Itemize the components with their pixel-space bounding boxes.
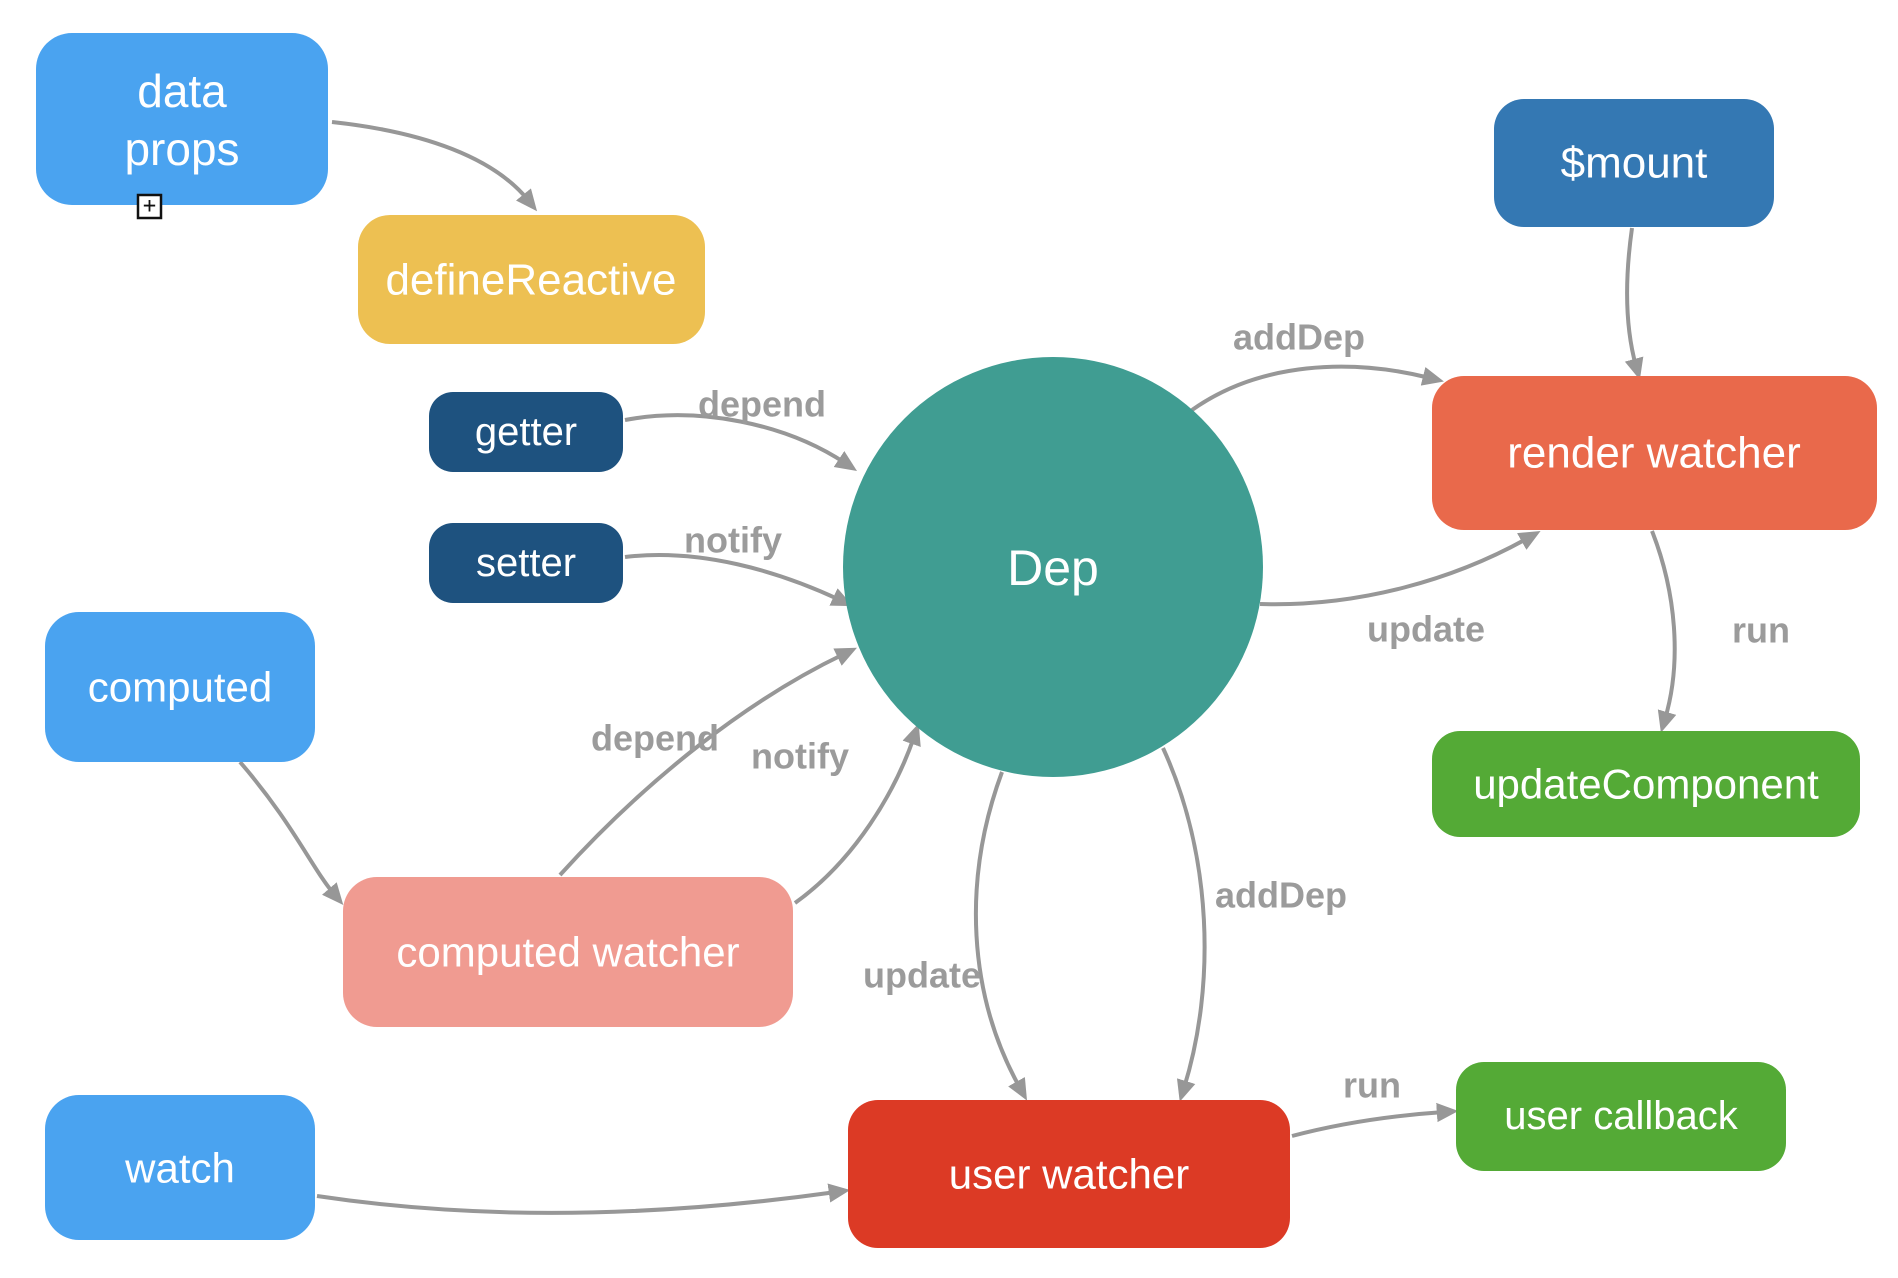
node-dep-shape[interactable] bbox=[843, 357, 1263, 777]
node-data-props[interactable]: data props bbox=[36, 33, 328, 205]
edge-label-adddep-user: addDep bbox=[1215, 875, 1347, 916]
edge-label-adddep-render: addDep bbox=[1233, 317, 1365, 358]
node-define-reactive-label: defineReactive bbox=[385, 256, 676, 305]
node-setter-shape[interactable] bbox=[429, 523, 623, 603]
node-mount[interactable]: $mount bbox=[1494, 99, 1774, 227]
node-setter[interactable]: setter bbox=[429, 523, 623, 603]
node-user-callback[interactable]: user callback bbox=[1456, 1062, 1786, 1171]
edge-computed-watcher-dep-notify bbox=[793, 723, 921, 905]
node-user-watcher-shape[interactable] bbox=[848, 1100, 1290, 1248]
node-setter-label: setter bbox=[476, 541, 576, 585]
node-update-component-label: updateComponent bbox=[1473, 761, 1819, 808]
node-render-watcher-label: render watcher bbox=[1507, 429, 1800, 478]
edge-dep-render-watcher-update bbox=[1259, 530, 1541, 607]
expand-toggle-box[interactable] bbox=[136, 193, 163, 220]
edge-watch-user-watcher bbox=[316, 1183, 851, 1215]
edge-labels-layer: depend notify addDep update run depend n… bbox=[591, 317, 1790, 1106]
node-getter-shape[interactable] bbox=[429, 392, 623, 472]
edge-label-depend-getter: depend bbox=[698, 384, 826, 425]
edge-getter-dep bbox=[624, 413, 858, 471]
edge-dep-user-watcher-adddep bbox=[1161, 747, 1207, 1102]
node-render-watcher[interactable]: render watcher bbox=[1432, 376, 1877, 530]
edge-mount-render-watcher bbox=[1624, 227, 1644, 380]
node-computed-shape[interactable] bbox=[45, 612, 315, 762]
edge-computed-computed-watcher bbox=[238, 760, 344, 905]
node-watch[interactable]: watch bbox=[45, 1095, 315, 1240]
node-data-props-label-line2: props bbox=[124, 123, 239, 175]
edge-label-update-render: update bbox=[1367, 609, 1485, 650]
edge-user-watcher-user-callback bbox=[1291, 1102, 1459, 1138]
edge-label-run-render: run bbox=[1732, 610, 1790, 651]
edge-render-watcher-update-component bbox=[1650, 530, 1677, 733]
node-data-props-shape[interactable] bbox=[36, 33, 328, 205]
node-computed-label: computed bbox=[88, 664, 272, 711]
node-user-watcher[interactable]: user watcher bbox=[848, 1100, 1290, 1248]
edge-data-props-define-reactive bbox=[331, 120, 538, 212]
edge-label-run-user: run bbox=[1343, 1065, 1401, 1106]
node-mount-shape[interactable] bbox=[1494, 99, 1774, 227]
node-computed-watcher-shape[interactable] bbox=[343, 877, 793, 1027]
node-getter[interactable]: getter bbox=[429, 392, 623, 472]
node-update-component-shape[interactable] bbox=[1432, 731, 1860, 837]
node-computed[interactable]: computed bbox=[45, 612, 315, 762]
node-user-callback-label: user callback bbox=[1504, 1094, 1738, 1138]
plus-icon: + bbox=[143, 194, 156, 219]
node-user-callback-shape[interactable] bbox=[1456, 1062, 1786, 1171]
node-computed-watcher-label: computed watcher bbox=[396, 929, 739, 976]
edge-dep-render-watcher-adddep bbox=[1190, 364, 1444, 412]
node-update-component[interactable]: updateComponent bbox=[1432, 731, 1860, 837]
edge-dep-user-watcher-update bbox=[973, 771, 1028, 1101]
node-user-watcher-label: user watcher bbox=[949, 1151, 1189, 1198]
edge-label-notify-computed: notify bbox=[751, 736, 849, 777]
edge-label-update-user: update bbox=[863, 955, 981, 996]
node-data-props-label-line1: data bbox=[137, 65, 227, 117]
node-getter-label: getter bbox=[475, 410, 577, 454]
expand-toggle-icon[interactable]: + bbox=[136, 193, 163, 220]
node-define-reactive-shape[interactable] bbox=[358, 215, 705, 344]
edges-layer bbox=[238, 120, 1677, 1215]
node-render-watcher-shape[interactable] bbox=[1432, 376, 1877, 530]
edge-computed-watcher-dep-depend bbox=[558, 647, 857, 877]
edge-label-depend-computed: depend bbox=[591, 718, 719, 759]
node-mount-label: $mount bbox=[1561, 139, 1708, 188]
node-watch-shape[interactable] bbox=[45, 1095, 315, 1240]
node-dep-label: Dep bbox=[1007, 540, 1099, 596]
edge-setter-dep bbox=[624, 553, 854, 607]
node-watch-label: watch bbox=[124, 1145, 235, 1192]
edge-label-notify-setter: notify bbox=[684, 520, 782, 561]
node-define-reactive[interactable]: defineReactive bbox=[358, 215, 705, 344]
node-dep[interactable]: Dep bbox=[843, 357, 1263, 777]
node-computed-watcher[interactable]: computed watcher bbox=[343, 877, 793, 1027]
